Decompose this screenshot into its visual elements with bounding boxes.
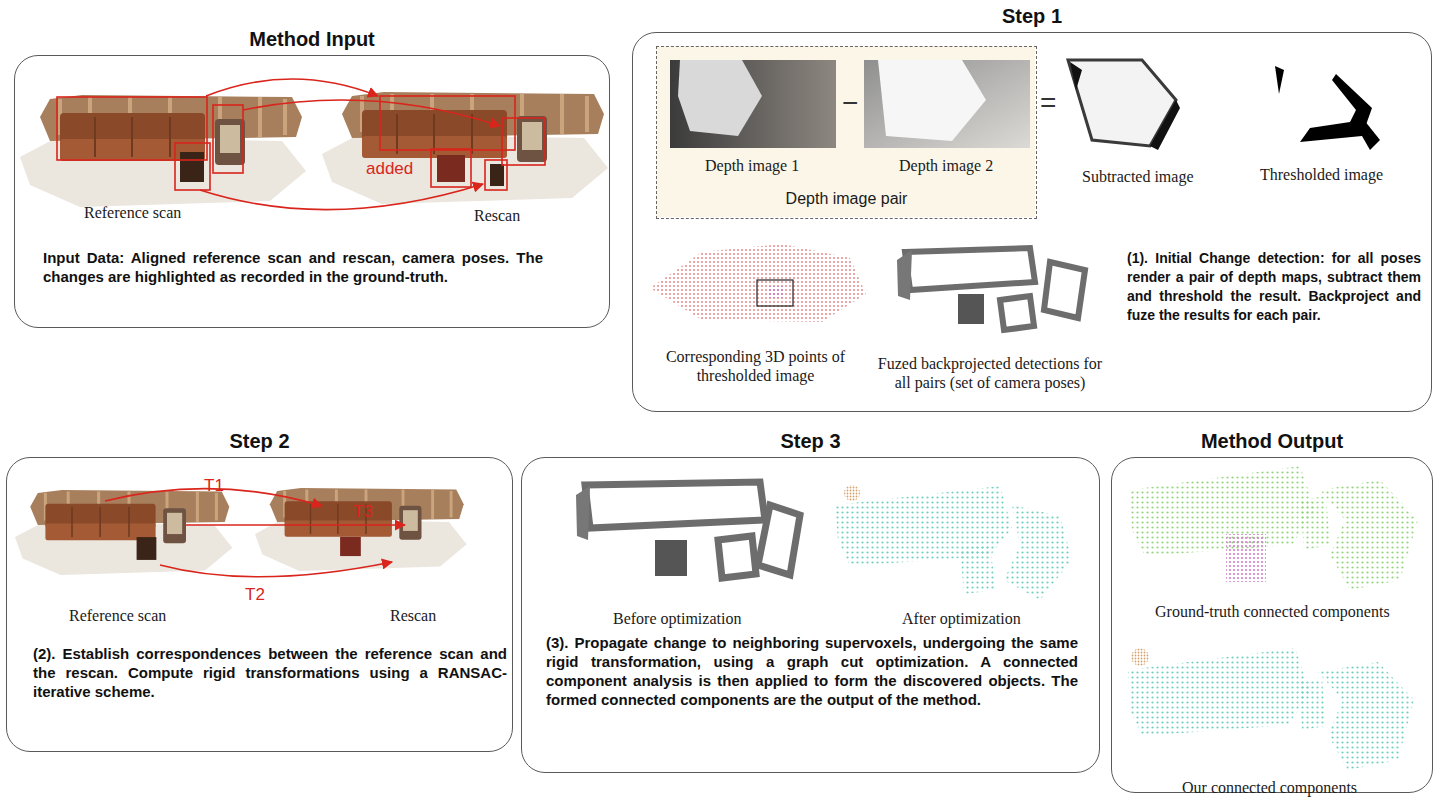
depth-pair-box: Depth image pair [656,46,1037,219]
panel-heading: Method Input [0,28,639,51]
image-caption: After optimization [902,609,1021,628]
image-caption: Subtracted image [1082,167,1194,186]
step-description: Input Data: Aligned reference scan and r… [43,248,543,286]
panel-heading: Step 1 [603,5,1438,28]
red-label: T1 [204,476,224,495]
image-caption: Rescan [390,606,436,625]
step-panel: Step 2(2). Establish correspondences bet… [6,457,513,752]
step-description: (1). Initial Change detection: for all p… [1127,249,1421,325]
image-caption: Our connected components [1182,778,1357,797]
panel-heading: Method Output [1082,430,1438,453]
image-caption: − [842,93,858,112]
red-label: T3 [353,502,373,521]
image-caption: Reference scan [69,606,166,625]
red-label: added [366,159,413,178]
box-caption: Depth image pair [657,190,1036,208]
step-description: (3). Propagate change to neighboring sup… [546,633,1078,709]
image-caption: Corresponding 3D points of thresholded i… [643,347,868,385]
image-caption: Depth image 2 [899,156,993,175]
image-caption: Reference scan [84,203,181,222]
panel-heading: Step 2 [0,430,542,453]
image-caption: Ground-truth connected components [1155,602,1390,621]
image-caption: Rescan [474,206,520,225]
image-caption: Fuzed backprojected detections for all p… [870,354,1110,392]
image-caption: Depth image 1 [705,156,799,175]
panel-heading: Step 3 [492,430,1129,453]
input-panel: Method InputInput Data: Aligned referenc… [14,55,610,328]
image-caption: Before optimization [613,609,741,628]
red-label: T2 [245,585,265,604]
output-panel: Method Output [1111,457,1433,793]
image-caption: Thresholded image [1260,165,1383,184]
step-description: (2). Establish correspondences between t… [33,644,507,701]
image-caption: = [1040,93,1056,112]
